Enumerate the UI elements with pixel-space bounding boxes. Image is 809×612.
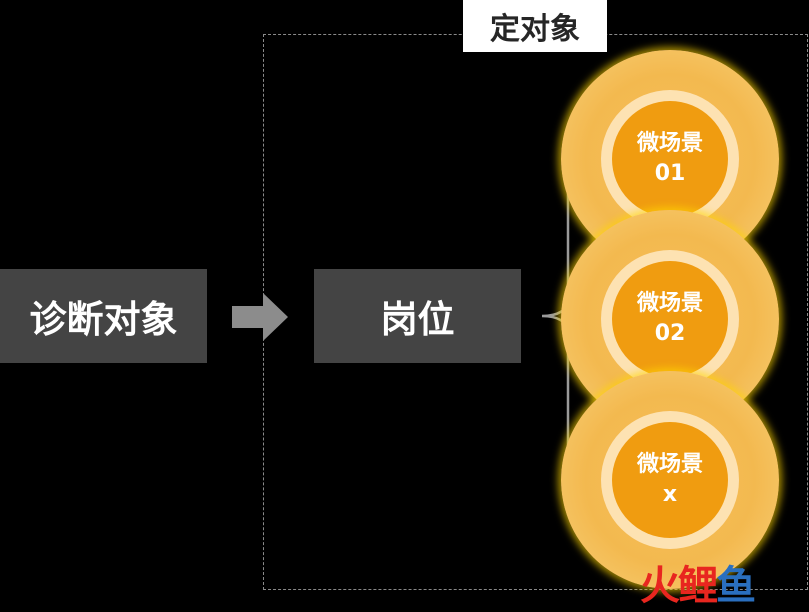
- micro-scene-x-number: x: [662, 482, 678, 507]
- micro-scene-01-title: 微场景: [636, 131, 703, 156]
- watermark-char-2: 鲤: [678, 563, 718, 609]
- diagnosis-subject-box: 诊断对象: [0, 269, 207, 363]
- watermark-logo: 火鲤鱼: [640, 562, 756, 610]
- post-label: 岗位: [380, 298, 455, 341]
- right-arrow-icon: [232, 293, 288, 341]
- micro-scene-02-core: 微场景 02: [612, 261, 728, 377]
- micro-scene-02-number: 02: [654, 321, 686, 346]
- micro-scene-x: 微场景 x: [561, 371, 779, 589]
- watermark-char-1: 火: [640, 563, 680, 609]
- micro-scene-01-core: 微场景 01: [612, 101, 728, 217]
- micro-scene-x-title: 微场景: [636, 452, 703, 477]
- post-box: 岗位: [314, 269, 521, 363]
- micro-scene-01-number: 01: [654, 161, 686, 186]
- diagnosis-subject-label: 诊断对象: [29, 298, 178, 341]
- watermark-char-3: 鱼: [716, 563, 756, 609]
- micro-scene-02: 微场景 02: [561, 210, 779, 428]
- micro-scene-x-core: 微场景 x: [612, 422, 728, 538]
- frame-title: 定对象: [463, 0, 607, 52]
- micro-scene-02-title: 微场景: [636, 291, 703, 316]
